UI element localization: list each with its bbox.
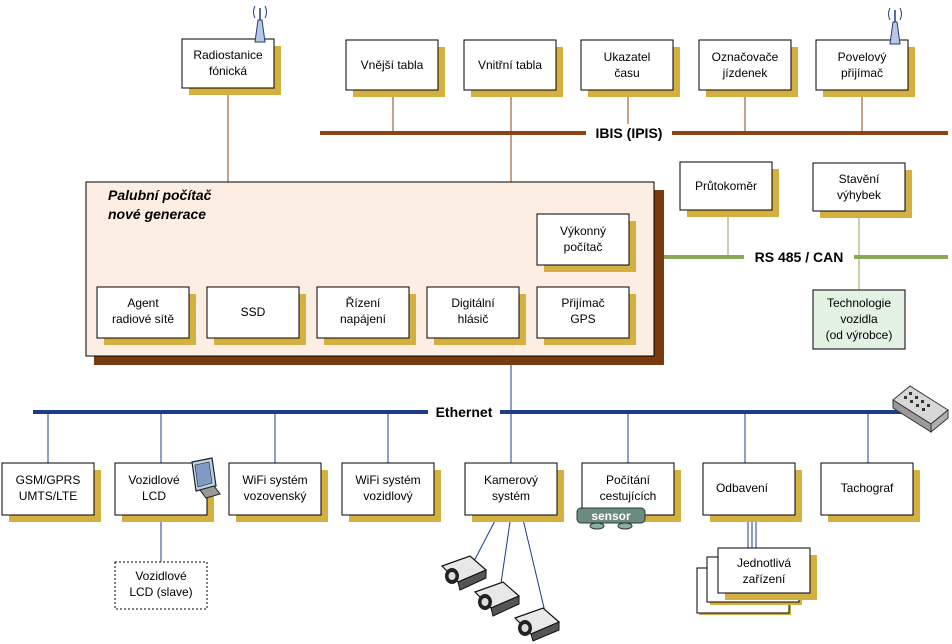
svg-text:Přijímač: Přijímač [561, 296, 604, 310]
svg-text:Radiostanice: Radiostanice [193, 48, 263, 62]
device-wifi-vozidlovy: WiFi systém vozidlový [341, 462, 441, 522]
svg-text:Odbavení: Odbavení [716, 481, 769, 495]
svg-text:GSM/GPRS: GSM/GPRS [16, 473, 81, 487]
svg-text:počítač: počítač [564, 240, 603, 254]
svg-text:Agent: Agent [127, 296, 159, 310]
svg-text:(od výrobce): (od výrobce) [826, 328, 893, 342]
device-povelovy-prijimac: Povelový přijímač [815, 39, 915, 97]
svg-text:jízdenek: jízdenek [722, 66, 769, 80]
svg-text:LCD: LCD [142, 489, 166, 503]
module-vykonny-pocitac: Výkonný počítač [536, 213, 636, 272]
svg-text:Průtokoměr: Průtokoměr [695, 179, 757, 193]
device-kamerovy-system: Kamerový systém [464, 462, 564, 522]
svg-text:GPS: GPS [570, 312, 595, 326]
svg-text:Digitální: Digitální [451, 296, 495, 310]
device-staveni-vyhybek: Stavění výhybek [812, 162, 912, 218]
svg-text:Ukazatel: Ukazatel [604, 50, 651, 64]
device-stack: Jednotlivá zařízení [696, 547, 817, 615]
device-vozidlove-lcd: Vozidlové LCD [114, 462, 214, 522]
svg-text:LCD (slave): LCD (slave) [129, 585, 192, 599]
svg-text:Tachograf: Tachograf [841, 481, 894, 495]
device-odbaveni: Odbavení [702, 462, 802, 522]
svg-text:Označovače: Označovače [712, 50, 779, 64]
svg-text:fónická: fónická [209, 64, 247, 78]
svg-text:SSD: SSD [241, 305, 266, 319]
svg-text:Řízení: Řízení [346, 295, 381, 310]
svg-text:hlásič: hlásič [458, 312, 489, 326]
switch-icon [892, 385, 949, 434]
ibis-bus-label: IBIS (IPIS) [596, 125, 663, 141]
ethernet-bus-label: Ethernet [436, 404, 493, 420]
sensor-label: sensor [591, 509, 631, 523]
svg-text:radiové sítě: radiové sítě [112, 312, 174, 326]
camera-icon [473, 581, 521, 617]
main-unit-title-line2: nové generace [108, 206, 206, 222]
device-prutokomer: Průtokoměr [679, 161, 779, 217]
svg-text:Technologie: Technologie [827, 296, 891, 310]
svg-text:UMTS/LTE: UMTS/LTE [19, 489, 77, 503]
svg-text:času: času [614, 66, 639, 80]
svg-text:WiFi systém: WiFi systém [355, 473, 420, 487]
svg-text:Kamerový: Kamerový [484, 473, 538, 487]
svg-text:Stavění: Stavění [839, 172, 880, 186]
camera-icon [440, 555, 488, 591]
module-agent-radiove-site: Agent radiové sítě [96, 286, 196, 345]
svg-text:výhybek: výhybek [837, 188, 882, 202]
svg-text:Vnější tabla: Vnější tabla [361, 58, 424, 72]
svg-text:cestujících: cestujících [600, 489, 657, 503]
svg-text:systém: systém [492, 489, 530, 503]
svg-text:Výkonný: Výkonný [560, 224, 606, 238]
device-vnitrni-tabla: Vnitřní tabla [463, 39, 563, 97]
module-rizeni-napajeni: Řízení napájení [316, 286, 416, 345]
device-wifi-vozovensky: WiFi systém vozovenský [228, 462, 328, 522]
svg-text:WiFi systém: WiFi systém [242, 473, 307, 487]
svg-text:vozidlový: vozidlový [363, 489, 412, 503]
device-lcd-slave: Vozidlové LCD (slave) [114, 561, 208, 610]
module-ssd: SSD [206, 286, 306, 345]
svg-text:zařízení: zařízení [743, 572, 786, 586]
device-oznacovace-jizdenek: Označovače jízdenek [698, 39, 798, 97]
svg-text:vozidla: vozidla [840, 312, 878, 326]
device-vnejsi-tabla: Vnější tabla [345, 39, 445, 97]
svg-text:vozovenský: vozovenský [244, 489, 307, 503]
connectors [47, 88, 869, 613]
module-digitalni-hlasic: Digitální hlásič [426, 286, 526, 345]
svg-text:Počítání: Počítání [606, 473, 651, 487]
main-unit-title-line1: Palubní počítač [108, 187, 212, 203]
device-gsm-gprs: GSM/GPRS UMTS/LTE [1, 462, 101, 522]
svg-text:Vnitřní tabla: Vnitřní tabla [478, 58, 542, 72]
device-technologie-vozidla: Technologie vozidla (od výrobce) [812, 289, 906, 350]
camera-icon [513, 607, 561, 642]
svg-text:napájení: napájení [340, 312, 387, 326]
monitor-icon [191, 457, 221, 499]
svg-text:Jednotlivá: Jednotlivá [737, 556, 791, 570]
antenna-icon [253, 5, 267, 43]
device-tachograf: Tachograf [820, 462, 920, 522]
device-radiostanice: Radiostanice fónická [181, 38, 281, 95]
antenna-icon [888, 7, 902, 45]
rs485-bus-label: RS 485 / CAN [755, 249, 844, 265]
svg-text:přijímač: přijímač [841, 66, 883, 80]
device-ukazatel-casu: Ukazatel času [580, 39, 680, 97]
svg-text:Povelový: Povelový [838, 50, 887, 64]
sensor-icon: sensor [576, 507, 646, 530]
svg-text:Vozidlové: Vozidlové [128, 473, 180, 487]
module-prijimac-gps: Přijímač GPS [536, 286, 636, 345]
svg-text:Vozidlové: Vozidlové [135, 569, 187, 583]
